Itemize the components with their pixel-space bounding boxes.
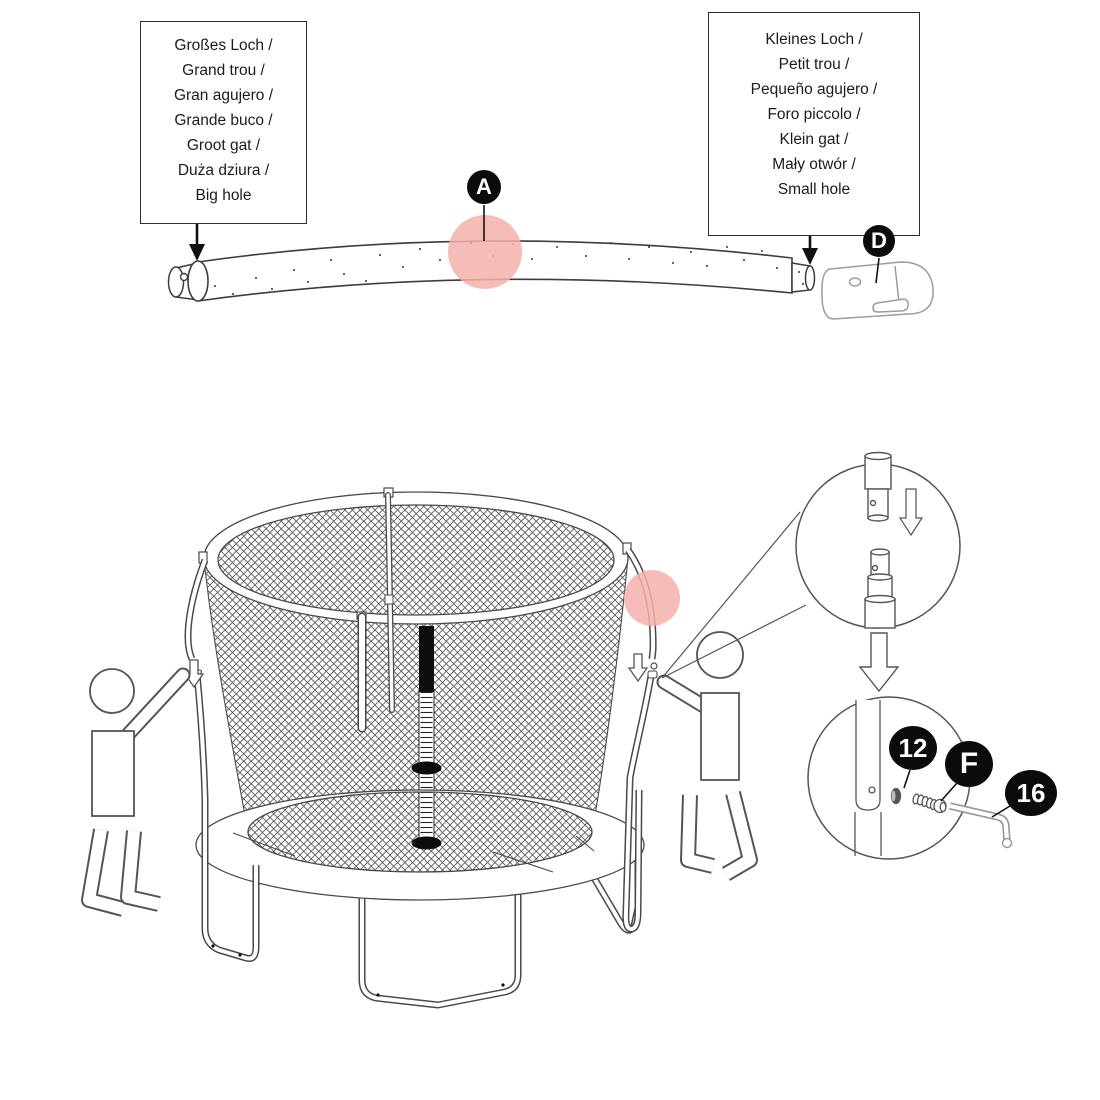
left-person-legs xyxy=(81,828,161,917)
big-hole-line: Großes Loch / xyxy=(174,37,273,54)
small-hole-line: Foro piccolo / xyxy=(767,106,861,123)
screw-detail xyxy=(854,700,947,856)
small-hole-line: Pequeño agujero / xyxy=(750,81,878,98)
curved-pole-illustration xyxy=(167,205,934,320)
left-person-body xyxy=(91,730,135,817)
highlight-circle-pole xyxy=(448,215,522,289)
big-hole-callout-box: Großes Loch / Grand trou / Gran agujero … xyxy=(140,21,307,224)
small-hole-line: Kleines Loch / xyxy=(765,31,863,48)
right-insert-arrow xyxy=(627,653,649,683)
insertion-detail xyxy=(864,451,924,629)
left-person xyxy=(81,667,191,917)
allen-key xyxy=(949,802,1013,849)
pad-seams xyxy=(232,832,595,873)
net-zipper xyxy=(411,626,442,850)
down-arrow-large xyxy=(858,632,900,693)
big-hole-line: Groot gat / xyxy=(186,137,261,154)
right-person-legs xyxy=(680,791,758,881)
spring-coils xyxy=(912,793,938,811)
insert-arrow-small xyxy=(898,488,924,537)
big-hole-line: Big hole xyxy=(195,187,252,204)
detail-circle-screw xyxy=(807,696,971,860)
small-hole-line: Klein gat / xyxy=(779,131,849,148)
net-top-ring xyxy=(203,491,629,625)
part-badge-screw: 12 xyxy=(889,726,937,770)
small-hole-line: Mały otwór / xyxy=(772,156,856,173)
left-enclosure-pole xyxy=(184,558,260,962)
right-person-body xyxy=(700,692,740,781)
callout-cone-lines xyxy=(661,511,807,679)
big-hole-line: Gran agujero / xyxy=(173,87,274,104)
right-person xyxy=(656,631,758,881)
small-hole-line: Small hole xyxy=(777,181,851,198)
enclosure-net xyxy=(203,491,629,873)
part-badge-allen-key: 16 xyxy=(1005,770,1057,816)
highlight-circle-junction xyxy=(624,570,680,626)
leg-rivets xyxy=(211,944,505,997)
big-hole-line: Grand trou / xyxy=(182,62,265,79)
big-hole-line: Grande buco / xyxy=(174,112,273,129)
badge-f-leader xyxy=(940,782,958,802)
right-person-head xyxy=(696,631,744,679)
part-badge-pole-pad: A xyxy=(467,170,501,204)
pole-big-hole-end xyxy=(167,260,209,302)
badge-12-leader xyxy=(903,769,911,789)
d-badge-leader xyxy=(875,257,880,284)
small-hole-callout-box: Kleines Loch / Petit trou / Pequeño aguj… xyxy=(708,12,920,236)
part-badge-bolt: F xyxy=(945,741,993,787)
badge-16-leader xyxy=(991,805,1011,818)
trampoline-illustration xyxy=(81,487,758,1009)
part-badge-sleeve: D xyxy=(863,225,895,257)
pole-small-hole-end xyxy=(791,262,816,293)
small-hole-line: Petit trou / xyxy=(778,56,850,73)
frame-pad xyxy=(195,789,645,901)
net-rods xyxy=(357,492,395,733)
big-hole-line: Duża dziura / xyxy=(177,162,270,179)
sleeve-part xyxy=(821,261,934,320)
left-person-head xyxy=(89,668,135,714)
badge-leaders xyxy=(903,769,1011,818)
